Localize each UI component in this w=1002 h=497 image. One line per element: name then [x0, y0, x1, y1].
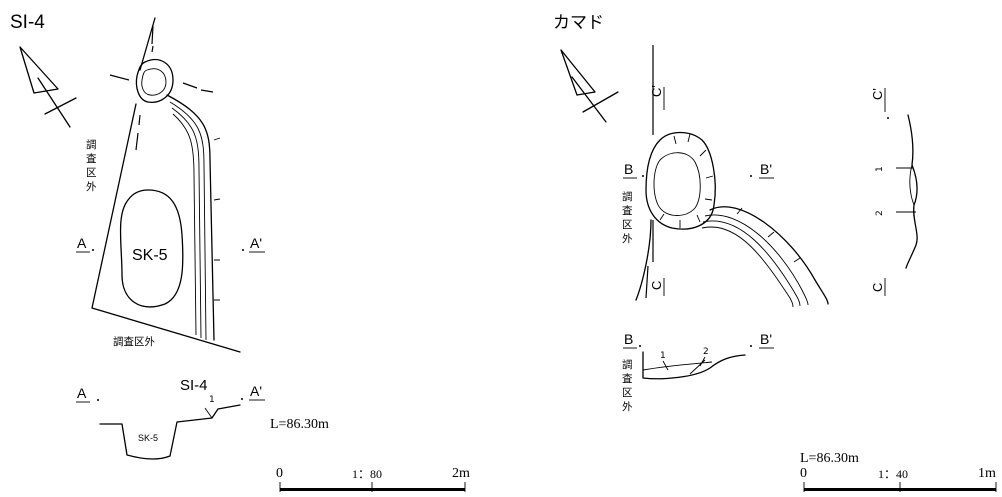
section-b-label: B [624, 161, 633, 177]
svg-text:査: 査 [86, 152, 97, 165]
section-title: SI-4 [180, 377, 208, 394]
svg-text:調: 調 [622, 190, 633, 203]
section-c-profile: C' 1 2 C [870, 88, 918, 296]
si4-outside-label: 調査区外 [113, 335, 155, 348]
si4-plan: SI-4 SK-5 調 査 区 外 A A' [10, 12, 265, 353]
section-b-prime-label: B' [760, 161, 772, 177]
section-profile [99, 404, 241, 460]
si4-right-wall [166, 94, 215, 341]
kamado-plan: カマド C' C B B' 調 査 [553, 13, 829, 308]
section-a-label-2: A [77, 385, 87, 401]
scale-bar-1-80: 0 1：80 2m [276, 466, 470, 492]
section-b-label-2: B [624, 331, 633, 347]
scale-ratio: 1：80 [352, 467, 382, 481]
kamado-wall [635, 219, 652, 301]
north-arrow-icon [19, 46, 77, 128]
kamado-flue [709, 206, 829, 305]
section-a-prime-label: A' [250, 235, 262, 251]
section-c-layer-2: 2 [875, 210, 885, 216]
svg-text:外: 外 [86, 181, 97, 193]
section-c-layer-1: 1 [875, 166, 885, 172]
svg-text:調: 調 [86, 138, 97, 151]
section-b-layer-2: 2 [703, 347, 709, 357]
si4-elevation: L=86.30m [270, 417, 329, 432]
section-c-label: C [649, 281, 664, 290]
scale-end: 1m [978, 466, 996, 481]
section-c-label-2: C [870, 283, 885, 292]
svg-text:査: 査 [622, 372, 633, 385]
section-b-prime-label-2: B' [760, 331, 772, 347]
si4-dwelling-outline [91, 17, 241, 353]
kamado-body [645, 131, 716, 230]
north-arrow-icon [560, 49, 619, 123]
si4-title: SI-4 [10, 12, 45, 33]
section-b-profile: B B' 1 2 調 査 区 外 [622, 331, 774, 413]
scale-bar-1-40: L=86.30m 0 1：40 1m [800, 451, 997, 492]
svg-text:調: 調 [622, 358, 633, 371]
section-c-prime-label: C' [649, 85, 664, 97]
section-layer-1: 1 [209, 395, 215, 405]
section-a-prime-label-2: A' [250, 383, 262, 399]
si4-kamado [135, 58, 174, 103]
kamado-title: カマド [553, 13, 604, 33]
scale-ratio: 1：40 [878, 467, 908, 481]
si4-outside-label-vertical: 調 査 区 外 [86, 138, 97, 193]
scale-start: 0 [800, 466, 807, 481]
svg-text:査: 査 [622, 204, 633, 217]
sk5-pit [119, 189, 184, 308]
kamado-outside-label-vertical-2: 調 査 区 外 [622, 358, 633, 413]
scale-start: 0 [276, 466, 283, 481]
kamado-elevation: L=86.30m [800, 451, 859, 466]
svg-text:外: 外 [622, 401, 633, 413]
sk5-label: SK-5 [132, 247, 168, 264]
section-c-prime-label-2: C' [870, 88, 885, 100]
si4-section: A SI-4 A' 1 SK-5 L=86.30m [76, 377, 329, 460]
scale-end: 2m [452, 466, 470, 481]
kamado-outside-label-vertical: 調 査 区 外 [622, 190, 633, 245]
section-b-layer-1: 1 [660, 351, 666, 361]
section-a-label: A [77, 235, 87, 251]
svg-text:外: 外 [622, 233, 633, 245]
svg-text:区: 区 [622, 219, 633, 231]
svg-text:区: 区 [622, 387, 633, 399]
svg-text:区: 区 [86, 167, 97, 179]
section-pit-label: SK-5 [138, 433, 158, 443]
